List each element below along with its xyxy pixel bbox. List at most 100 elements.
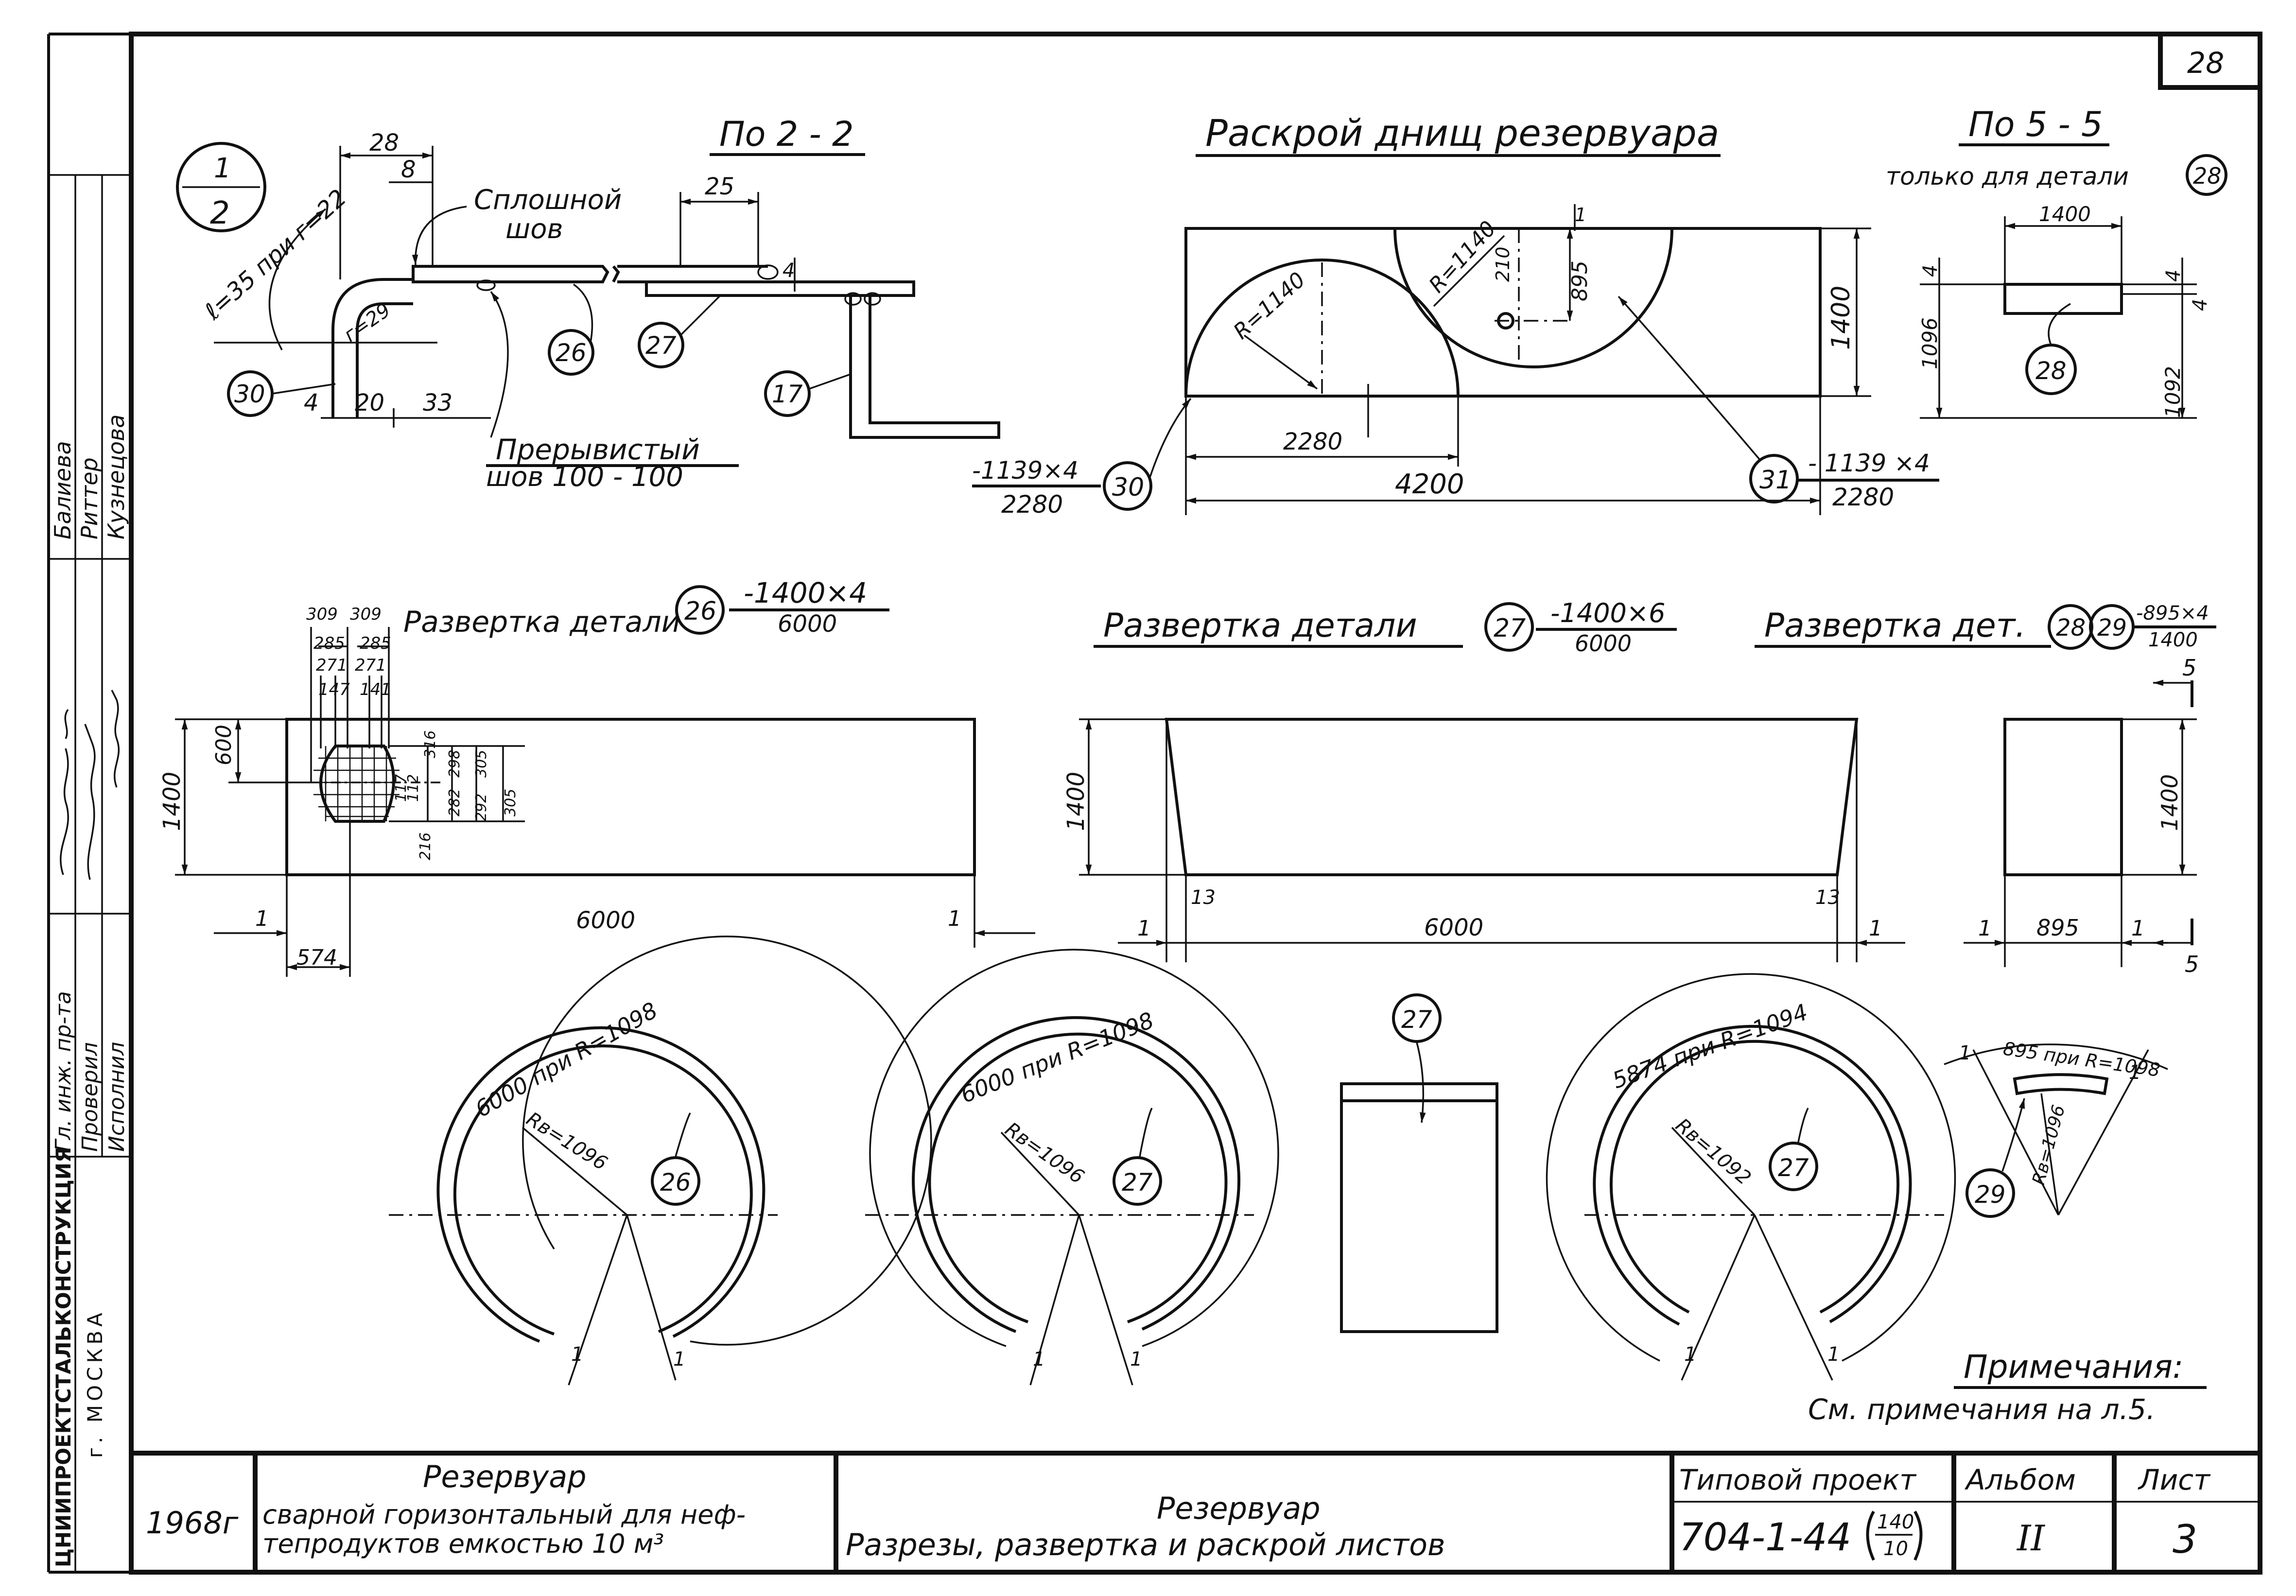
weld-intermittent-label-1: Прерывистый: [496, 433, 700, 466]
dev-26-dim-top-3: 285: [313, 634, 345, 653]
section-5-5-profile: [2003, 283, 2123, 315]
cutting-sheet-rect: [1184, 227, 1822, 398]
dev-27-spec-top: -1400×6: [1550, 598, 1666, 628]
dev-26-spec-top: -1400×4: [744, 576, 867, 609]
development-26: Развертка детали 26 -1400×4 6000: [158, 576, 1035, 977]
weld-solid-label-1: Сплошной: [474, 184, 622, 216]
c2-gap-a: 1: [1033, 1348, 1045, 1370]
dim-1: 1: [1575, 204, 1586, 226]
tb-object-desc-2: тепродуктов емкостью 10 м³: [262, 1528, 664, 1559]
section-mark-bottom: 5: [2185, 951, 2199, 977]
stamp-city: г. МОСКВА: [83, 1309, 107, 1458]
title-block: 1968г Резервуар сварной горизонтальный д…: [131, 1451, 2260, 1572]
stamp-role-2: Проверил: [78, 1042, 103, 1152]
dev-28-part-29: 29: [2097, 614, 2127, 642]
tb-sheet-label: Лист: [2138, 1463, 2211, 1496]
callout-1-2: 1 2: [176, 142, 266, 232]
ring-17: [849, 295, 1000, 439]
dim-20: 20: [355, 389, 384, 416]
signature-3: [111, 690, 120, 788]
dev-27-dim-6000: 6000: [1424, 914, 1483, 941]
cutting-heads: Раскрой днищ резервуара R=1140 R=1140 21…: [972, 111, 1939, 519]
tb-album-value: II: [2016, 1518, 2045, 1559]
part-30-cut: 30: [1112, 473, 1144, 502]
circle-27: 6000 при R=1098 Rв=1096 27 1 1: [865, 949, 1279, 1386]
stamp-organization: ЦНИИПРОЕКТСТАЛЬКОНСТРУКЦИЯ: [52, 1147, 75, 1567]
c2-part: 27: [1122, 1168, 1153, 1197]
dev-27-dim-1b: 1: [1869, 916, 1882, 941]
part-17-balloon: 17: [772, 380, 803, 408]
sector-29: 895 при R=1098 Rв=1096 1 1 29: [1944, 1038, 2168, 1218]
rect-part: 27: [1401, 1006, 1432, 1034]
dim-1400: 1400: [1826, 286, 1856, 350]
dev-26-title: Развертка детали: [403, 605, 680, 639]
part-26-balloon: 26: [556, 339, 587, 367]
tb-project-frac-bottom: 10: [1883, 1538, 1908, 1560]
dev-27-part: 27: [1494, 614, 1526, 643]
c3-gap-b: 1: [1827, 1343, 1840, 1366]
dev-26-dim-1b: 1: [948, 906, 961, 931]
bent-plate-30: [331, 278, 413, 418]
tb-project-label: Типовой проект: [1679, 1463, 1917, 1496]
svg-text:1: 1: [214, 153, 231, 184]
dev-26-dim-1400: 1400: [158, 772, 186, 831]
stamp-name-3: Кузнецова: [103, 415, 129, 539]
dim-8: 8: [401, 156, 416, 183]
spec-31-bottom: 2280: [1832, 483, 1894, 511]
c4-gap-a: 1: [1959, 1042, 1971, 1064]
section-5-5-part-ref: 28: [2193, 163, 2222, 189]
dev-26-dim-1a: 1: [255, 906, 269, 931]
stamp-role-1: Гл. инж. пр-та: [51, 991, 76, 1152]
r-left: R=1140: [1229, 267, 1310, 344]
dim-4-a: 4: [1919, 265, 1942, 277]
dev-26-part: 26: [684, 597, 716, 626]
dev-27-dim-13a: 13: [1191, 886, 1216, 909]
circle-26: 6000 при R=1098 Rв=1096 26 1 1: [389, 936, 932, 1386]
dev-26-dim-r-2: 298: [446, 750, 463, 778]
dev-27-dim-13b: 13: [1815, 886, 1840, 909]
c1-gap-a: 1: [571, 1343, 583, 1366]
dim-895: 895: [1567, 260, 1592, 301]
dev-26-spec-bottom: 6000: [778, 610, 837, 638]
part-30-balloon: 30: [234, 380, 265, 408]
dev-26-dim-top-4: 285: [360, 634, 391, 653]
development-28-29: Развертка дет. 28 29 -895×4 1400 1400 1 …: [1755, 602, 2216, 977]
dev-26-dim-r-5: 282: [446, 789, 463, 816]
stamp-column: Балиева Риттер Кузнецова Гл. инж. пр-та …: [50, 415, 129, 1567]
spec-31-top: - 1139 ×4: [1808, 449, 1930, 477]
dev-26-dim-top-8: 141: [360, 680, 391, 699]
circle-developments: 6000 при R=1098 Rв=1096 26 1 1 6000 при …: [389, 936, 2168, 1386]
dev-27-title: Развертка детали: [1103, 607, 1417, 645]
section-2-2: По 2 - 2 1 2 28 8 25: [176, 114, 1000, 493]
dev-28-dim-1b: 1: [2131, 916, 2145, 941]
development-27: Развертка детали 27 -1400×6 6000 1400 13…: [1062, 598, 1905, 962]
section-5-5: По 5 - 5 только для детали 28 1400 4 4 4…: [1886, 104, 2227, 419]
dim-2280: 2280: [1283, 428, 1342, 455]
dim-25: 25: [705, 173, 734, 200]
part-31-cut: 31: [1759, 466, 1792, 495]
dev-27-dim-1400: 1400: [1062, 772, 1090, 831]
notes-text: См. примечания на л.5.: [1808, 1393, 2156, 1426]
stamp-name-1: Балиева: [50, 441, 76, 539]
tb-album-label: Альбом: [1964, 1463, 2076, 1496]
dev-26-dim-top-2: 309: [350, 605, 382, 624]
tb-sheet-value: 3: [2173, 1517, 2197, 1562]
dev-26-dim-r-9: 216: [417, 833, 434, 860]
tb-project-frac-top: 140: [1877, 1511, 1914, 1533]
svg-text:2: 2: [210, 195, 230, 231]
tb-object-desc-1: сварной горизонтальный для неф-: [262, 1499, 746, 1530]
weld-solid-label-2: шов: [505, 213, 563, 245]
c4-part: 29: [1975, 1180, 2006, 1209]
dev-26-dim-r-4: 305: [502, 789, 519, 816]
dev-26-dim-600: 600: [211, 725, 236, 765]
dev-26-dim-6000: 6000: [576, 907, 635, 934]
section-5-5-subtitle: только для детали: [1886, 162, 2129, 191]
dev-26-sheet: [285, 718, 976, 876]
dev-28-dim-1400: 1400: [2157, 774, 2183, 831]
sheet-corner-number: 28: [2187, 46, 2224, 80]
dev-27-sheet: [1165, 718, 1859, 876]
dev-28-part-28: 28: [2056, 614, 2086, 642]
dim-28: 28: [369, 129, 399, 156]
dev-26-dim-r-3: 305: [473, 750, 490, 778]
